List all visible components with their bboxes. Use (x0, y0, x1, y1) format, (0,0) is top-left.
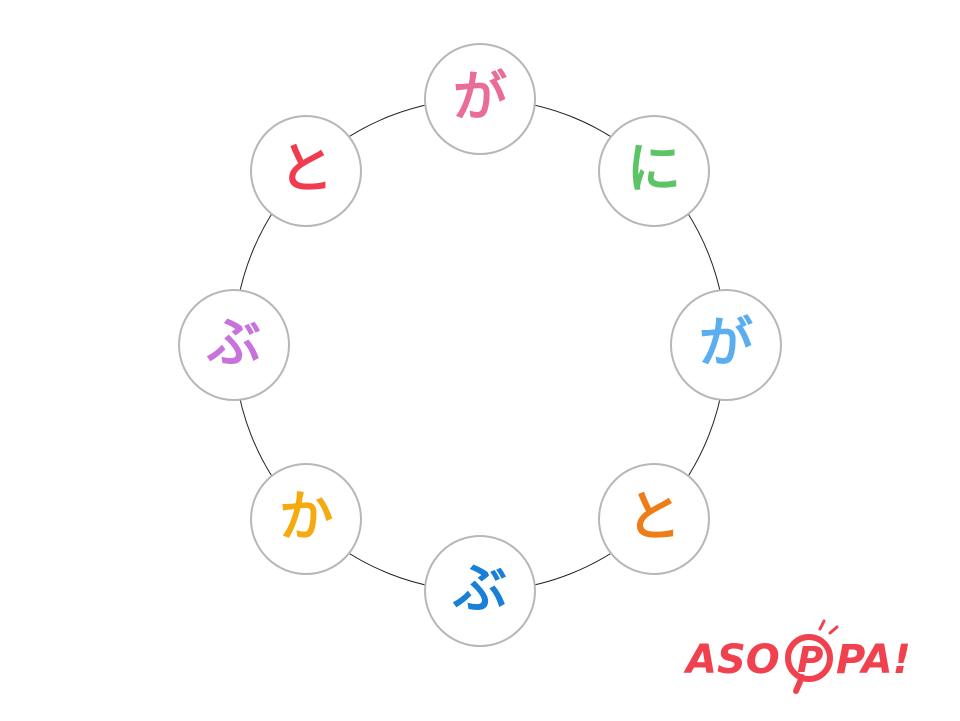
char-circle-8: と (250, 115, 363, 228)
char-label: が (699, 311, 753, 374)
char-circle-2: に (597, 115, 710, 228)
char-label: ぶ (207, 311, 261, 374)
char-label: が (453, 65, 507, 128)
magnifier-icon: P (785, 619, 839, 694)
logo-text-left: ASO (683, 637, 780, 683)
logo-text-right: PA! (836, 637, 911, 683)
char-circle-7: ぶ (178, 289, 290, 401)
char-circle-3: が (670, 289, 782, 401)
char-circle-1: が (424, 43, 536, 155)
char-circle-5: ぶ (424, 535, 536, 647)
char-circle-6: か (250, 462, 363, 575)
logo-text-p: P (797, 640, 823, 681)
asoppa-logo: ASO P PA! (683, 619, 911, 694)
char-label: ぶ (453, 557, 507, 620)
char-label: に (626, 137, 681, 201)
char-label: と (626, 484, 681, 548)
char-label: と (279, 137, 334, 201)
char-label: か (279, 484, 334, 548)
char-circle-4: と (597, 462, 710, 575)
